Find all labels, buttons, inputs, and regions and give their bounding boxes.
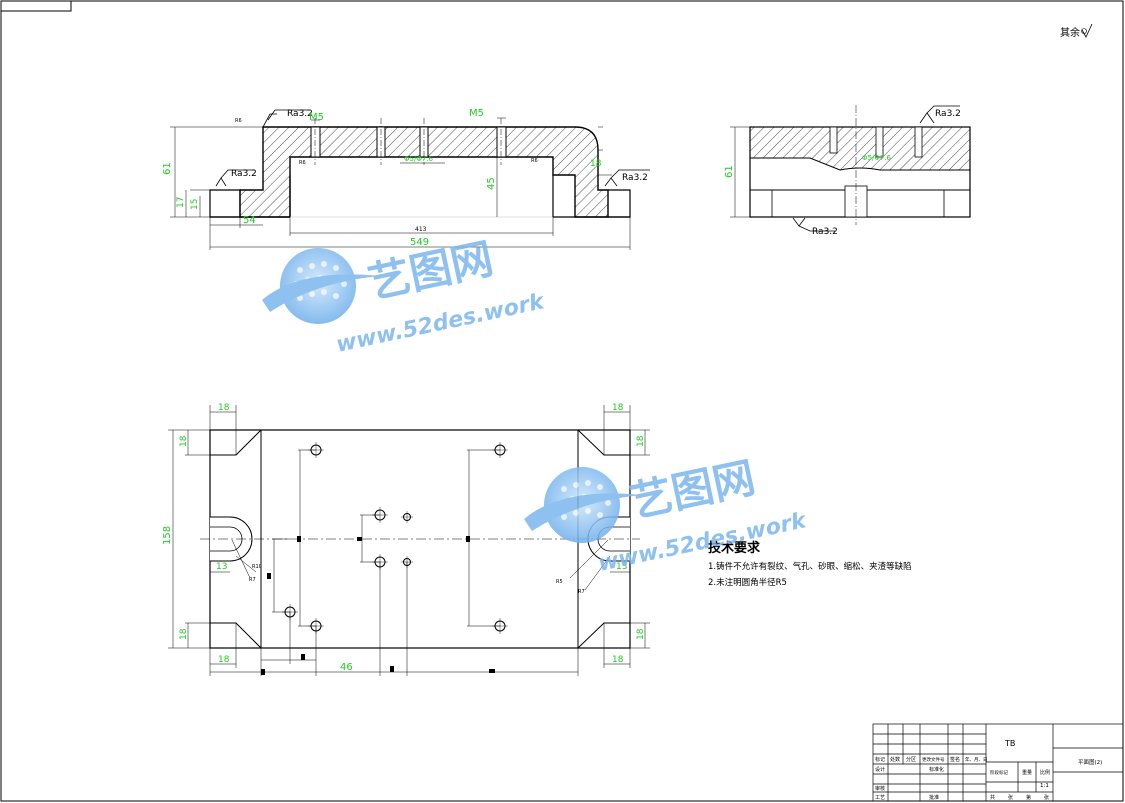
dim-front-height: 61 — [162, 162, 173, 175]
radius-label: R10 — [252, 564, 262, 570]
front-left-flange — [209, 189, 241, 218]
watermark-url: www.52des.work — [334, 289, 547, 358]
tb-sheet-label: 第 — [1026, 794, 1031, 801]
title-block — [872, 723, 1124, 802]
mounting-holes — [284, 444, 506, 632]
dim-front-15: 15 — [190, 199, 200, 210]
tb-sheet-label: 张 — [1008, 794, 1013, 801]
technical-requirements: 技术要求 1.铸件不允许有裂纹、气孔、砂眼、缩松、夹渣等缺陷 2.未注明圆角半径… — [708, 540, 912, 588]
front-right-flange — [608, 189, 631, 218]
title-block-text: TB 平面图(2) 1:1 标记 处数 分区 更改文件号 签名 年、月、日 设计… — [875, 739, 1102, 801]
dim-side-bore: Φ5/Φ7.6 — [862, 154, 892, 162]
dim-slot-left: 13 — [216, 562, 227, 572]
dim-corner-tl-w: 18 — [218, 403, 230, 413]
watermark-brand: 艺图网 — [364, 234, 497, 308]
swoosh-icon — [262, 274, 380, 312]
dim-front-m5-left: M5 — [309, 112, 324, 123]
roughness-symbol-icon — [1081, 23, 1093, 38]
ra-label-top: Ra3.2 — [287, 109, 313, 119]
tb-middle-label: 批准 — [929, 794, 939, 801]
dim-front-18: 18 — [590, 159, 602, 169]
tech-req-item: 2.未注明圆角半径R5 — [708, 577, 787, 588]
radius-label: R6 — [235, 118, 242, 124]
tb-side-label: 审核 — [875, 785, 885, 792]
tb-sheet-label: 共 — [990, 794, 995, 801]
watermark-1: 艺图网 www.52des.work — [262, 234, 548, 358]
tb-row-label: 标记 — [875, 756, 885, 763]
ra-label-side-bottom: Ra3.2 — [812, 227, 838, 237]
surface-roughness-note: 其余 — [1060, 23, 1093, 39]
surface-note-text: 其余 — [1060, 26, 1080, 39]
tb-row-label: 分区 — [906, 756, 916, 763]
tb-row-label: 年、月、日 — [965, 756, 988, 763]
tb-row-label: 更改文件号 — [922, 756, 945, 763]
tech-req-item: 1.铸件不允许有裂纹、气孔、砂眼、缩松、夹渣等缺陷 — [708, 561, 912, 572]
tb-sheet-label: 张 — [1044, 794, 1049, 801]
front-section-view: Ra3.2 Ra3.2 Ra3.2 61 17 15 54 413 549 45… — [162, 108, 650, 250]
dim-corner-tr-w: 18 — [612, 403, 624, 413]
ra-label-left: Ra3.2 — [231, 169, 257, 179]
radius-label: R7 — [578, 589, 585, 595]
dim-corner-tr-h: 18 — [636, 435, 646, 447]
tb-middle-label: 标准化 — [929, 766, 944, 773]
dim-corner-br-h: 18 — [636, 628, 646, 640]
drawing-code: TB — [1004, 739, 1015, 748]
radius-label: R5 — [556, 579, 563, 585]
dim-front-total: 549 — [410, 237, 429, 248]
part-name: 平面图(2) — [1078, 758, 1102, 766]
watermark-brand: 艺图网 — [626, 453, 759, 527]
roughness-symbol-icon — [215, 109, 650, 187]
dim-front-inner: 413 — [415, 226, 427, 233]
tb-row-label: 签名 — [950, 756, 960, 763]
front-dimension-lines — [170, 117, 631, 250]
dim-top-height: 158 — [162, 526, 173, 545]
tb-stage-label: 比例 — [1040, 769, 1050, 776]
tb-row-label: 处数 — [890, 756, 900, 763]
dim-corner-tl-h: 18 — [179, 435, 189, 447]
dim-corner-bl-h: 18 — [179, 628, 189, 640]
dim-side-height: 61 — [724, 165, 735, 178]
watermark-2: 艺图网 www.52des.work — [524, 453, 810, 577]
tb-side-label: 设计 — [875, 766, 885, 773]
tb-side-label: 工艺 — [875, 795, 885, 801]
radius-label: R7 — [249, 577, 256, 583]
dim-front-45: 45 — [486, 177, 497, 190]
roughness-symbol-icon — [792, 105, 960, 232]
swoosh-icon — [524, 493, 642, 531]
ra-label-side-top: Ra3.2 — [935, 109, 961, 119]
dim-corner-br-w: 18 — [612, 655, 624, 665]
tech-req-title: 技术要求 — [708, 540, 761, 556]
radius-label: R6 — [531, 158, 538, 164]
scale-value: 1:1 — [1040, 783, 1049, 789]
roughness-circle-icon — [1081, 28, 1087, 34]
dim-front-17: 17 — [176, 197, 186, 208]
tb-stage-label: 重量 — [1022, 769, 1032, 776]
corner-tab — [0, 0, 72, 12]
dim-front-m5-right: M5 — [469, 108, 484, 119]
dim-slot-right: 13 — [616, 562, 627, 572]
side-view: Ra3.2 Ra3.2 61 Φ5/Φ7.6 — [724, 105, 971, 237]
ra-label-right: Ra3.2 — [622, 173, 648, 183]
radius-label: R6 — [299, 160, 306, 166]
dim-front-bore: Φ5/Φ7.6 — [404, 155, 434, 163]
tb-stage-label: 阶段标记 — [990, 769, 1008, 776]
dim-front-54: 54 — [243, 215, 256, 226]
dim-corner-bl-w: 18 — [218, 655, 230, 665]
dim-span-mid: 46 — [340, 662, 353, 673]
